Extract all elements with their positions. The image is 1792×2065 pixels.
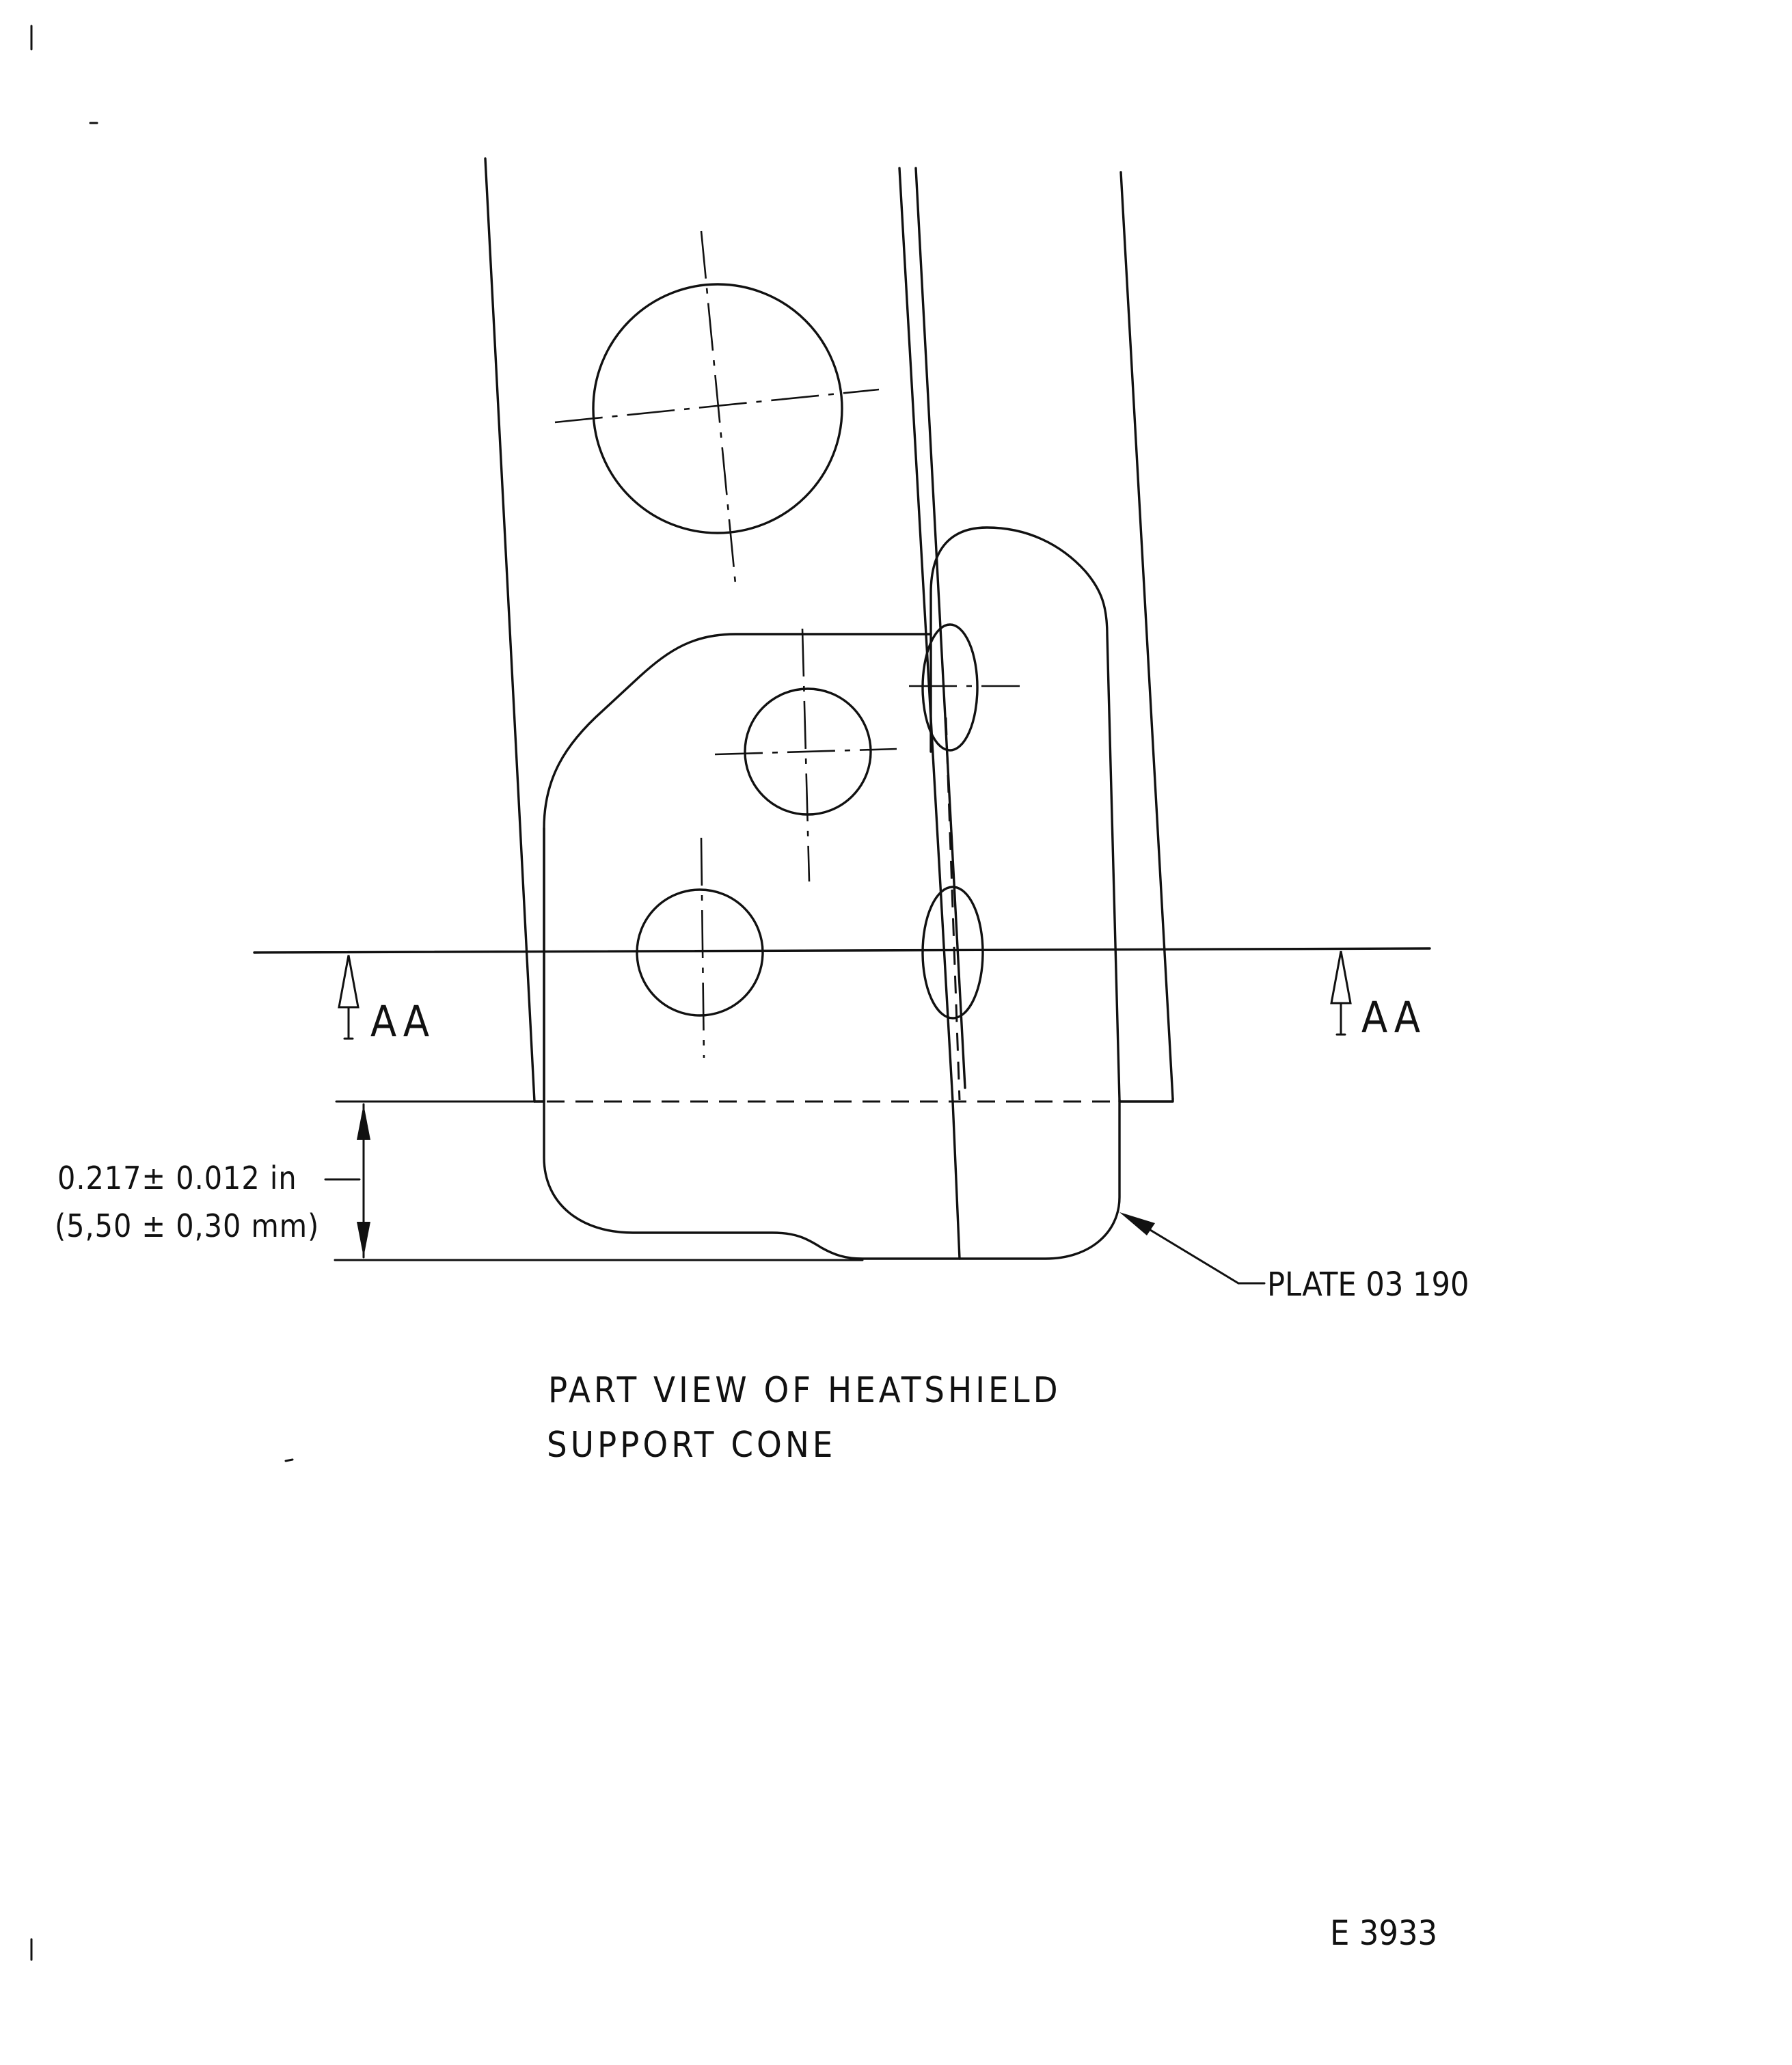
dim-arrow-bottom-icon [357, 1222, 370, 1257]
dim-arrow-top-icon [357, 1104, 370, 1140]
plate-outline [543, 633, 1121, 1260]
cone-outer-wall-right [1119, 171, 1174, 1100]
large-hole [592, 283, 843, 534]
section-cut-line [253, 947, 1431, 954]
plate-upper-tab [929, 526, 1121, 1102]
part-callout: PLATE 03 190 [1119, 1212, 1469, 1304]
plate-edge-hidden [945, 717, 961, 1101]
middle-hole-centerline-h [714, 748, 897, 756]
lower-hole [636, 888, 764, 1017]
heatshield-plate [543, 526, 1121, 1260]
dimension-imperial: 0.217± 0.012 in [57, 1160, 297, 1196]
caption-line-2: SUPPORT CONE [547, 1425, 836, 1466]
plate-joint-line [951, 1100, 961, 1260]
part-leader-arrow-icon [1119, 1212, 1155, 1235]
lower-hole-centerline-v [700, 837, 705, 1058]
large-hole-centerline-h [554, 388, 880, 424]
section-label-left: AA [370, 996, 435, 1046]
dimension: 0.217± 0.012 in (5,50 ± 0,30 mm) [55, 1100, 864, 1261]
scan-marks [30, 25, 294, 1961]
figure-id: E 3933 [1330, 1913, 1437, 1953]
section-arrow-right-icon [1330, 951, 1352, 1035]
cone-left-lip [533, 827, 545, 1103]
support-cone [484, 157, 1174, 1103]
middle-hole-centerline-v [801, 628, 811, 882]
cone-outer-wall-left [484, 157, 536, 1103]
dimension-metric: (5,50 ± 0,30 mm) [55, 1207, 319, 1244]
large-hole-centerline-v [700, 230, 737, 584]
slot-lower [921, 886, 984, 1020]
section-line-aa: AA AA [253, 947, 1431, 1046]
slot-upper [921, 623, 979, 752]
cone-right-lip [1118, 1097, 1174, 1103]
part-label: PLATE 03 190 [1267, 1266, 1469, 1304]
section-arrow-left-icon [338, 955, 359, 1039]
scan-speck [284, 1458, 294, 1462]
section-label-right: AA [1361, 992, 1426, 1042]
caption-line-1: PART VIEW OF HEATSHIELD [548, 1370, 1061, 1411]
